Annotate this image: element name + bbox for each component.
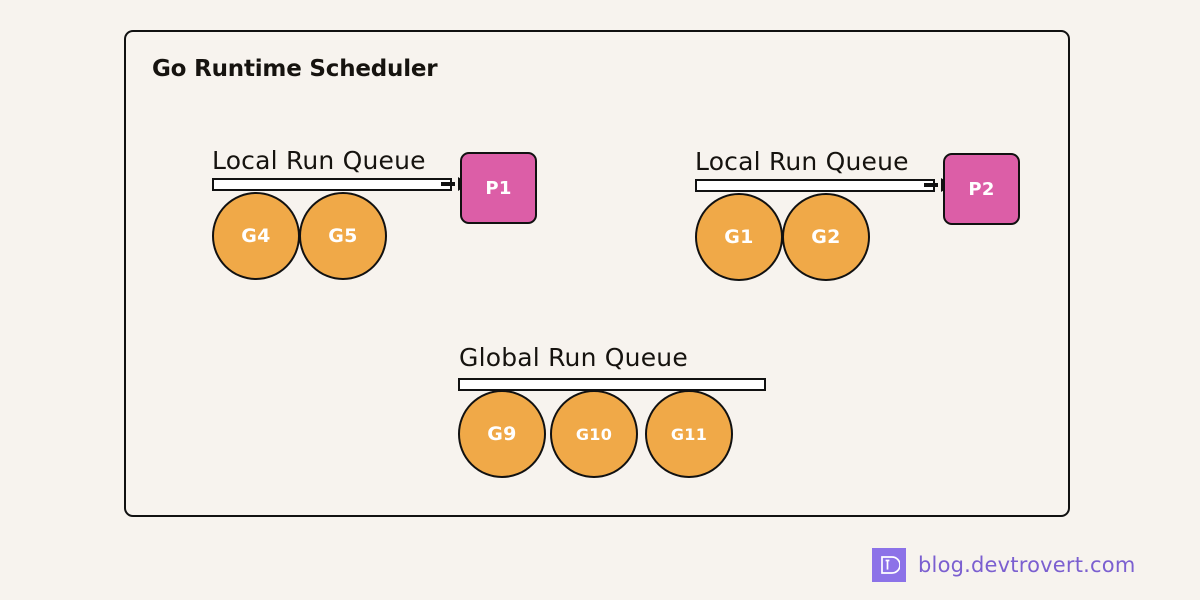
local-run-queue-p1-label: Local Run Queue	[212, 146, 426, 175]
local-run-queue-p1-bar	[212, 178, 452, 191]
processor-box[interactable]: P2	[943, 153, 1020, 225]
processor-box[interactable]: P1	[460, 152, 537, 224]
footer-url[interactable]: blog.devtrovert.com	[918, 553, 1136, 577]
goroutine-circle[interactable]: G9	[458, 390, 546, 478]
global-run-queue-bar	[458, 378, 766, 391]
goroutine-circle[interactable]: G11	[645, 390, 733, 478]
goroutine-circle[interactable]: G4	[212, 192, 300, 280]
goroutine-circle[interactable]: G5	[299, 192, 387, 280]
goroutine-circle[interactable]: G10	[550, 390, 638, 478]
page-title: Go Runtime Scheduler	[152, 56, 438, 82]
global-run-queue-label: Global Run Queue	[459, 343, 688, 372]
local-run-queue-p2-bar	[695, 179, 935, 192]
goroutine-circle[interactable]: G1	[695, 193, 783, 281]
footer-branding[interactable]: blog.devtrovert.com	[872, 548, 1136, 582]
goroutine-circle[interactable]: G2	[782, 193, 870, 281]
local-run-queue-p2-label: Local Run Queue	[695, 147, 909, 176]
devtrovert-logo-icon	[872, 548, 906, 582]
